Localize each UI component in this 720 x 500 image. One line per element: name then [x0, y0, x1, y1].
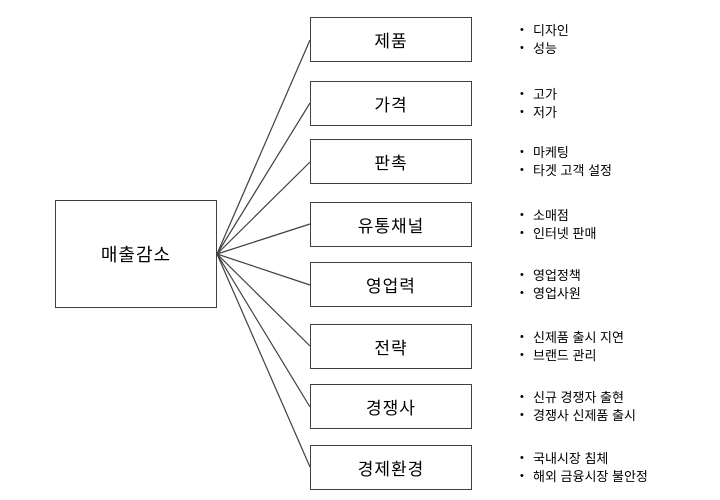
category-label: 전략 [374, 339, 408, 358]
bullet-text: 고가 [533, 87, 557, 102]
bullet-item: • 신제품 출시 지연 [520, 329, 715, 347]
bullet-text: 경쟁사 신제품 출시 [533, 407, 636, 423]
bullet-item: • 디자인 [520, 22, 715, 40]
bullet-list-product: • 디자인 • 성능 [520, 17, 715, 62]
bullet-list-price: • 고가 • 저가 [520, 81, 715, 126]
bullet-item: • 신규 경쟁자 출현 [520, 389, 715, 407]
category-label: 영업력 [366, 277, 416, 296]
bullet-icon: • [520, 163, 524, 176]
category-box-channel: 유통채널 [310, 202, 472, 247]
bullet-text: 브랜드 관리 [533, 347, 597, 363]
bullet-text: 저가 [533, 104, 557, 120]
bullet-icon: • [520, 348, 524, 361]
bullet-text: 소매점 [533, 208, 569, 223]
category-box-promotion: 판촉 [310, 139, 472, 184]
bullet-icon: • [520, 209, 524, 221]
connector-economy [216, 253, 311, 468]
category-label: 경제환경 [357, 460, 425, 479]
connector-price [216, 102, 311, 255]
category-box-competitor: 경쟁사 [310, 384, 472, 429]
category-box-strategy: 전략 [310, 324, 472, 369]
bullet-text: 해외 금융시장 불안정 [533, 468, 648, 484]
bullet-icon: • [520, 88, 524, 100]
category-label: 유통채널 [357, 217, 425, 236]
bullet-text: 신제품 출시 지연 [533, 330, 624, 345]
root-node: 매출감소 [55, 200, 217, 308]
connector-promotion [216, 161, 311, 255]
bullet-icon: • [520, 24, 524, 36]
connector-salesforce [216, 253, 311, 286]
connector-channel [216, 223, 311, 255]
category-box-product: 제품 [310, 17, 472, 62]
bullet-item: • 국내시장 침체 [520, 450, 715, 468]
bullet-icon: • [520, 146, 524, 158]
bullet-icon: • [520, 286, 524, 299]
bullet-item: • 브랜드 관리 [520, 347, 715, 365]
bullet-list-salesforce: • 영업정책 • 영업사원 [520, 262, 715, 307]
bullet-icon: • [520, 391, 524, 403]
bullet-text: 국내시장 침체 [533, 451, 609, 466]
bullet-item: • 해외 금융시장 불안정 [520, 468, 715, 486]
bullet-item: • 영업사원 [520, 285, 715, 303]
bullet-icon: • [520, 408, 524, 421]
bullet-list-promotion: • 마케팅 • 타겟 고객 설정 [520, 139, 715, 184]
category-label: 판촉 [374, 154, 408, 173]
bullet-text: 영업사원 [533, 285, 581, 301]
bullet-list-channel: • 소매점 • 인터넷 판매 [520, 202, 715, 247]
bullet-item: • 고가 [520, 86, 715, 104]
bullet-icon: • [520, 452, 524, 464]
bullet-item: • 경쟁사 신제품 출시 [520, 407, 715, 425]
bullet-icon: • [520, 269, 524, 281]
bullet-icon: • [520, 331, 524, 343]
bullet-icon: • [520, 105, 524, 118]
bullet-text: 성능 [533, 40, 557, 56]
connector-competitor [216, 253, 311, 408]
category-box-price: 가격 [310, 81, 472, 126]
bullet-icon: • [520, 226, 524, 239]
bullet-icon: • [520, 41, 524, 54]
bullet-text: 마케팅 [533, 145, 569, 160]
root-label: 매출감소 [100, 245, 172, 265]
bullet-text: 영업정책 [533, 268, 581, 283]
bullet-text: 디자인 [533, 23, 569, 38]
bullet-list-competitor: • 신규 경쟁자 출현 • 경쟁사 신제품 출시 [520, 384, 715, 429]
bullet-list-strategy: • 신제품 출시 지연 • 브랜드 관리 [520, 324, 715, 369]
bullet-item: • 성능 [520, 40, 715, 58]
category-label: 가격 [374, 96, 408, 115]
bullet-item: • 소매점 [520, 207, 715, 225]
connector-strategy [216, 253, 311, 347]
bullet-text: 타겟 고객 설정 [533, 162, 612, 178]
bullet-icon: • [520, 469, 524, 482]
bullet-text: 신규 경쟁자 출현 [533, 390, 624, 405]
bullet-item: • 인터넷 판매 [520, 225, 715, 243]
bullet-text: 인터넷 판매 [533, 225, 597, 241]
category-box-economy: 경제환경 [310, 445, 472, 490]
category-label: 경쟁사 [366, 399, 416, 418]
bullet-item: • 영업정책 [520, 267, 715, 285]
category-box-salesforce: 영업력 [310, 262, 472, 307]
connector-product [216, 39, 311, 255]
bullet-item: • 타겟 고객 설정 [520, 162, 715, 180]
bullet-list-economy: • 국내시장 침체 • 해외 금융시장 불안정 [520, 445, 715, 490]
bullet-item: • 저가 [520, 104, 715, 122]
category-label: 제품 [374, 32, 408, 51]
bullet-item: • 마케팅 [520, 144, 715, 162]
